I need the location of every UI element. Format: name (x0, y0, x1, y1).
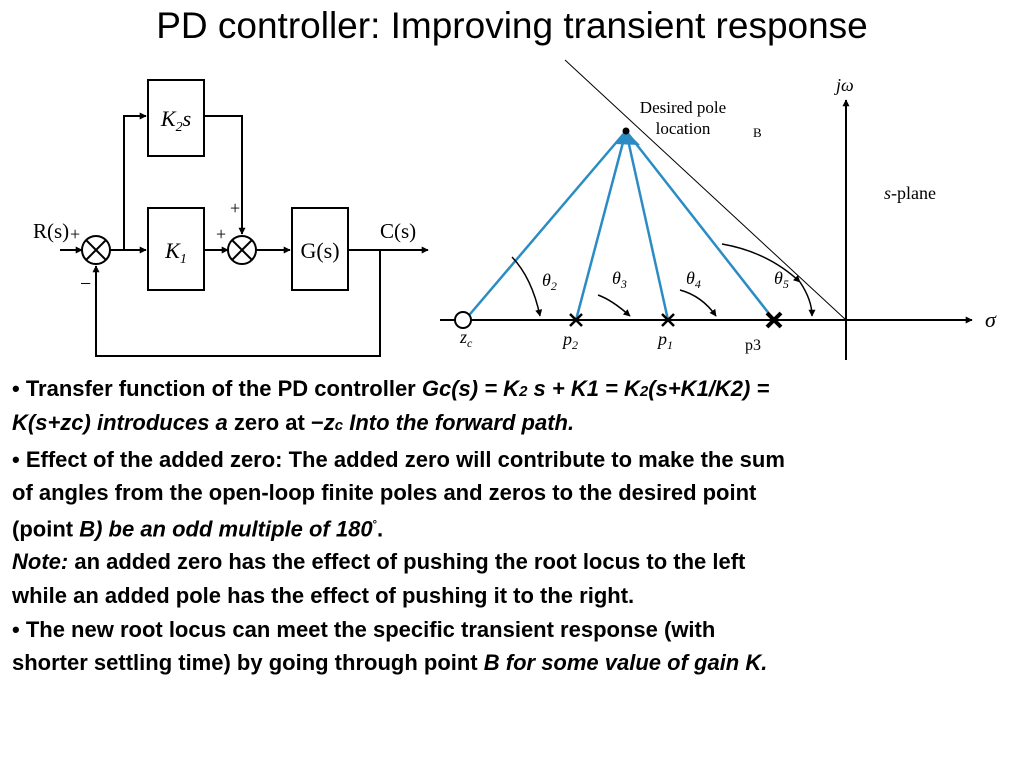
k1-block (147, 207, 205, 291)
plus-sign-1: + (70, 224, 80, 244)
figure: K2s K1 G(s) R(s) C(s) + − + + (33, 59, 997, 360)
theta4-arc (679, 289, 717, 317)
bullet-added-zero-line1: • Effect of the added zero: The added ze… (12, 447, 785, 472)
k1-label: K1 (164, 238, 187, 267)
pole-p3-marker (765, 311, 783, 329)
p1-label: p1 (656, 329, 673, 352)
block-diagram (60, 79, 429, 357)
bullet-transfer-function-line1: • Transfer function of the PD controller… (12, 376, 770, 401)
line-p1-to-b (624, 130, 670, 321)
gs-label: G(s) (300, 238, 339, 263)
bullet-added-zero-line3: (point B) be an odd multiple of 180°. (12, 516, 384, 542)
phi-arc (799, 281, 816, 317)
plus-sign-left: + (216, 224, 226, 244)
desired-pole-point (622, 127, 630, 135)
bullet-transfer-function-line2: K(s+zc) introduces a zero at −zc Into th… (12, 410, 575, 435)
bullet-added-zero-line2: of angles from the open-loop finite pole… (12, 480, 757, 505)
theta2-label: θ2 (542, 270, 557, 293)
zc-label: zc (459, 327, 473, 350)
theta5-arc (721, 243, 801, 283)
sigma-label: σ (985, 307, 997, 332)
bullet-root-locus-line2: shorter settling time) by going through … (12, 650, 768, 675)
feedback-path (92, 250, 381, 357)
note-line2: while an added pole has the effect of pu… (12, 583, 635, 608)
theta3-arc (597, 294, 631, 317)
theta4-label: θ4 (686, 268, 701, 291)
zero-marker (454, 311, 472, 329)
point-b-label: B (753, 125, 762, 140)
theta5-label: θ5 (774, 268, 789, 291)
k2s-block (147, 79, 205, 157)
bullet-root-locus-line1: • The new root locus can meet the specif… (12, 617, 716, 642)
summing-junction-1 (81, 235, 111, 265)
line-p3-to-b (625, 130, 775, 321)
s-plane-label: s-plane (884, 183, 936, 203)
k2s-label: K2s (160, 106, 191, 135)
p3-label: p3 (745, 337, 761, 354)
desired-pole-fan (614, 131, 640, 145)
note-line1: Note: an added zero has the effect of pu… (12, 549, 746, 574)
minus-sign: − (80, 273, 91, 295)
pole-p1-marker (661, 313, 675, 327)
line-p2-to-b (574, 130, 628, 321)
plus-sign-top: + (230, 198, 240, 218)
output-label: C(s) (380, 219, 416, 243)
p2-label: p2 (561, 329, 578, 352)
theta3-label: θ3 (612, 268, 627, 291)
theta2-arc (511, 256, 543, 317)
line-zc-to-b (464, 130, 627, 321)
jw-label: jω (834, 75, 854, 95)
pole-p2-marker (569, 313, 583, 327)
slide-title: PD controller: Improving transient respo… (156, 5, 868, 46)
input-label: R(s) (33, 219, 69, 243)
summing-junction-2 (227, 235, 257, 265)
